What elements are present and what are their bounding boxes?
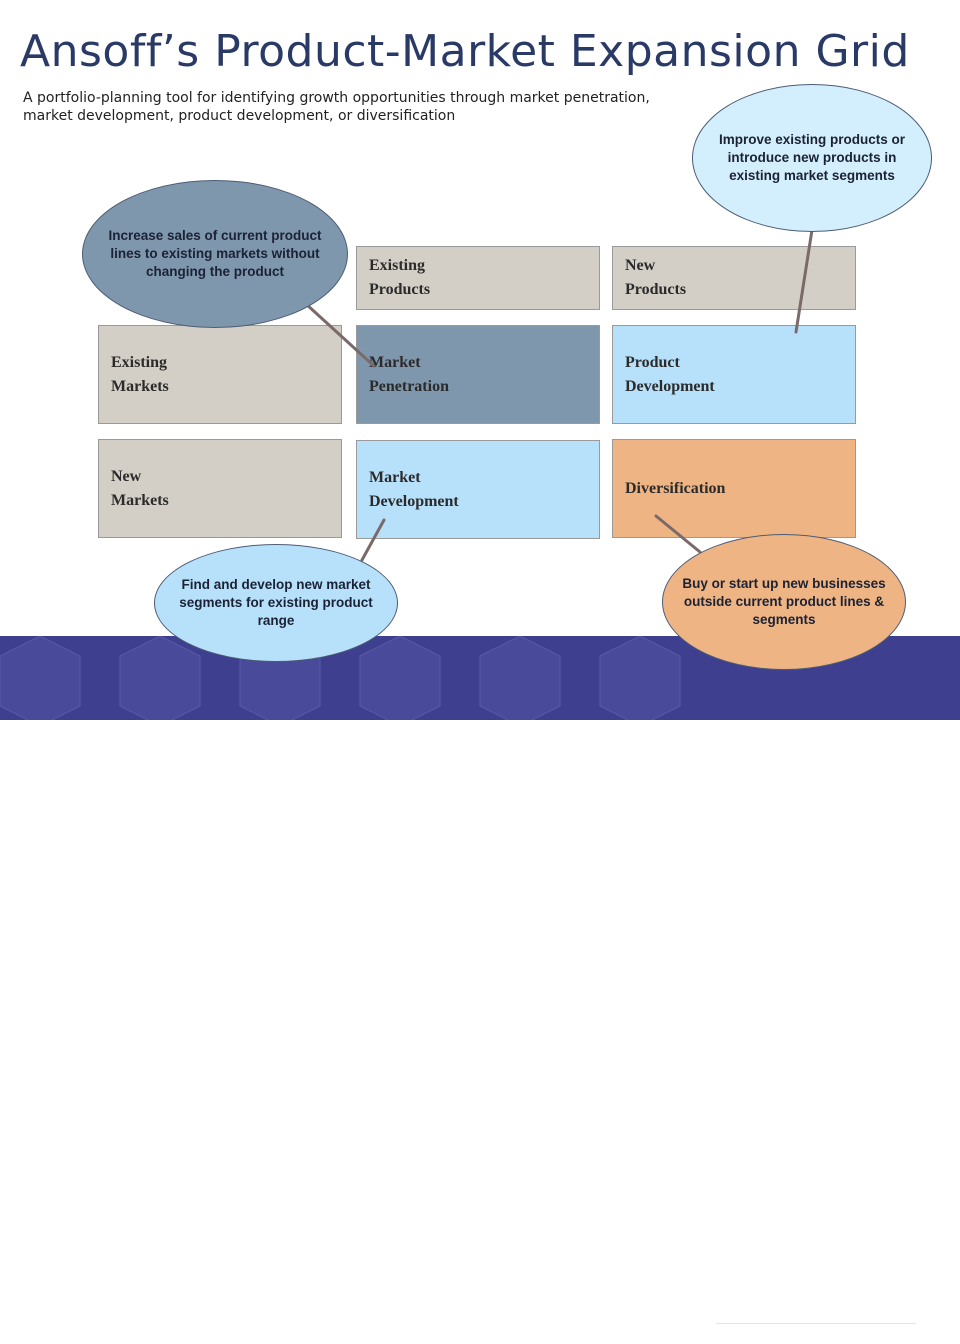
- row-header-new-markets: New Markets: [98, 439, 342, 538]
- cell-market-penetration: Market Penetration: [356, 325, 600, 424]
- callout-market-penetration: Increase sales of current product lines …: [82, 180, 348, 328]
- cell-diversification: Diversification: [612, 439, 856, 538]
- slide-title: Ansoff’s Product-Market Expansion Grid: [20, 26, 910, 77]
- row-header-existing-markets: Existing Markets: [98, 325, 342, 424]
- column-header-label: Existing Products: [369, 257, 431, 298]
- connector-market-development: [360, 518, 386, 562]
- callout-product-development: Improve existing products or introduce n…: [692, 84, 932, 232]
- callout-market-development: Find and develop new market segments for…: [154, 544, 398, 662]
- callout-text: Buy or start up new businesses outside c…: [682, 576, 886, 627]
- brand-line-2: UNIVERSITY of WASHINGTON: [716, 1328, 954, 1344]
- row-header-label: New Markets: [111, 467, 169, 509]
- uw-brand-logo: CONTINUING EDUCATION UNIVERSITY of WASHI…: [716, 1300, 954, 1344]
- column-header-new-products: New Products: [612, 246, 856, 310]
- row-header-label: Existing Markets: [111, 353, 169, 395]
- callout-connectors: [304, 228, 814, 562]
- hexagon-pattern: [0, 636, 681, 720]
- cell-label: Diversification: [625, 479, 726, 497]
- column-header-label: New Products: [625, 257, 687, 298]
- callout-text: Improve existing products or introduce n…: [718, 132, 906, 183]
- cell-product-development: Product Development: [612, 325, 856, 424]
- cell-label: Market Penetration: [369, 353, 449, 395]
- cell-label: Product Development: [625, 353, 715, 395]
- cell-market-development: Market Development: [356, 440, 600, 539]
- callout-text: Find and develop new market segments for…: [179, 577, 373, 628]
- slide-subtitle: A portfolio-planning tool for identifyin…: [23, 90, 650, 124]
- connector-penetration: [304, 302, 376, 368]
- callout-diversification: Buy or start up new businesses outside c…: [662, 534, 906, 670]
- column-header-existing-products: Existing Products: [356, 246, 600, 310]
- brand-line-1: CONTINUING EDUCATION: [716, 1300, 937, 1324]
- connector-diversification: [654, 514, 702, 554]
- cell-label: Market Development: [369, 468, 459, 510]
- connector-product-development: [794, 228, 814, 334]
- callout-text: Increase sales of current product lines …: [108, 228, 322, 279]
